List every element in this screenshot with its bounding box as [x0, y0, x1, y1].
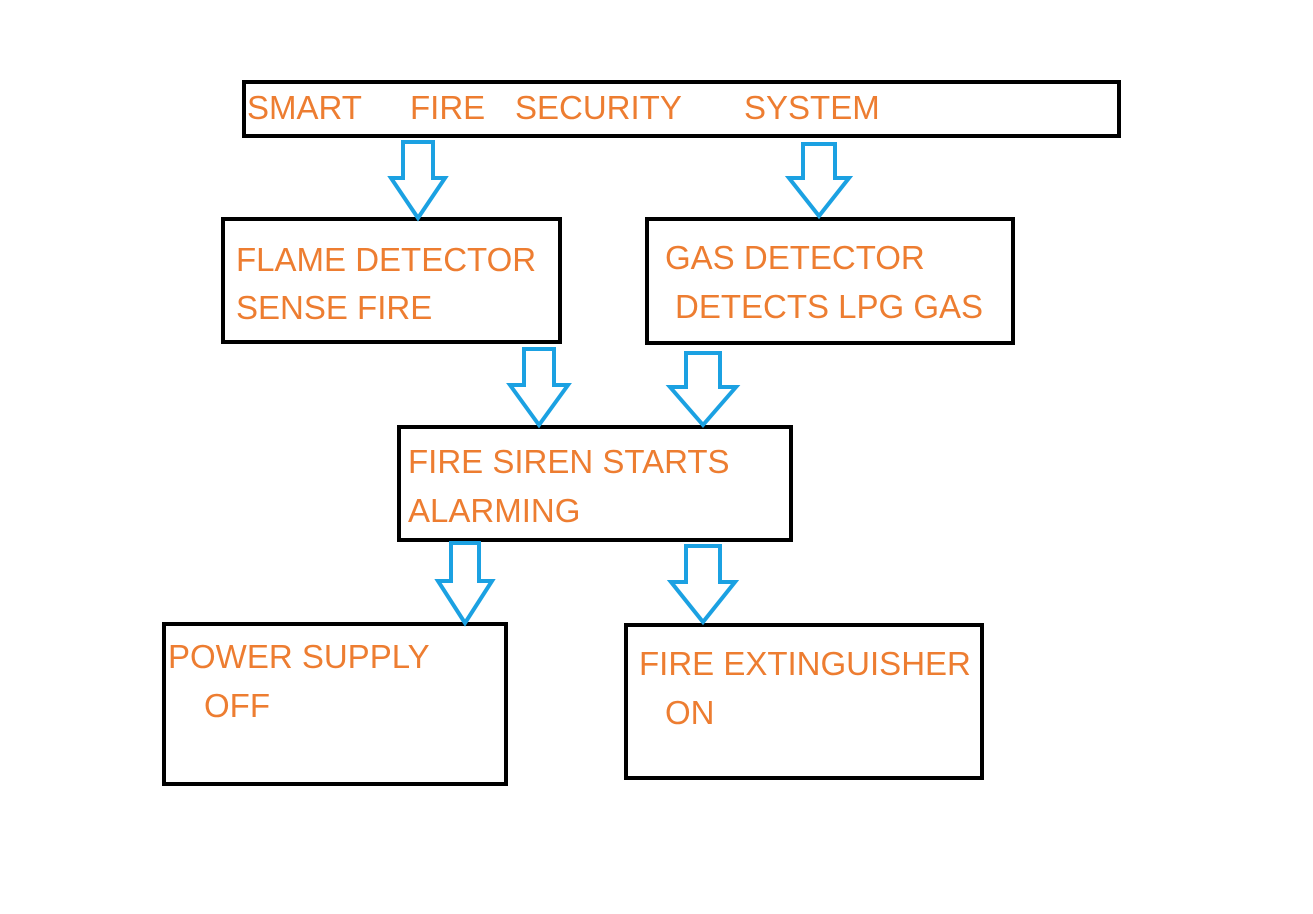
flame-detector-line1: FLAME DETECTOR [236, 241, 537, 278]
gas-detector-line2: DETECTS LPG GAS [675, 288, 984, 325]
flame-detector-line2: SENSE FIRE [236, 289, 433, 326]
power-supply-line1: POWER SUPPLY [168, 638, 430, 675]
flame-detector-box [221, 217, 562, 344]
down-arrow-icon [387, 140, 449, 222]
fire-siren-line2: ALARMING [408, 492, 581, 529]
down-arrow-icon [434, 541, 496, 627]
down-arrow-icon [506, 347, 572, 429]
fire-extinguisher-line2: ON [665, 694, 715, 731]
fire-extinguisher-line1: FIRE EXTINGUISHER [639, 645, 971, 682]
fire-siren-line1: FIRE SIREN STARTS [408, 443, 730, 480]
title-box [242, 80, 1121, 138]
title-word-system: SYSTEM [744, 89, 880, 126]
down-arrow-icon [666, 544, 740, 626]
power-supply-line2: OFF [204, 687, 270, 724]
gas-detector-line1: GAS DETECTOR [665, 239, 925, 276]
title-word-smart: SMART [247, 89, 362, 126]
power-supply-box [162, 622, 508, 786]
title-word-security: SECURITY [515, 89, 682, 126]
gas-detector-box [645, 217, 1015, 345]
down-arrow-icon [665, 351, 741, 429]
fire-extinguisher-box [624, 623, 984, 780]
fire-siren-box [397, 425, 793, 542]
title-word-fire: FIRE [410, 89, 486, 126]
down-arrow-icon [784, 142, 854, 220]
